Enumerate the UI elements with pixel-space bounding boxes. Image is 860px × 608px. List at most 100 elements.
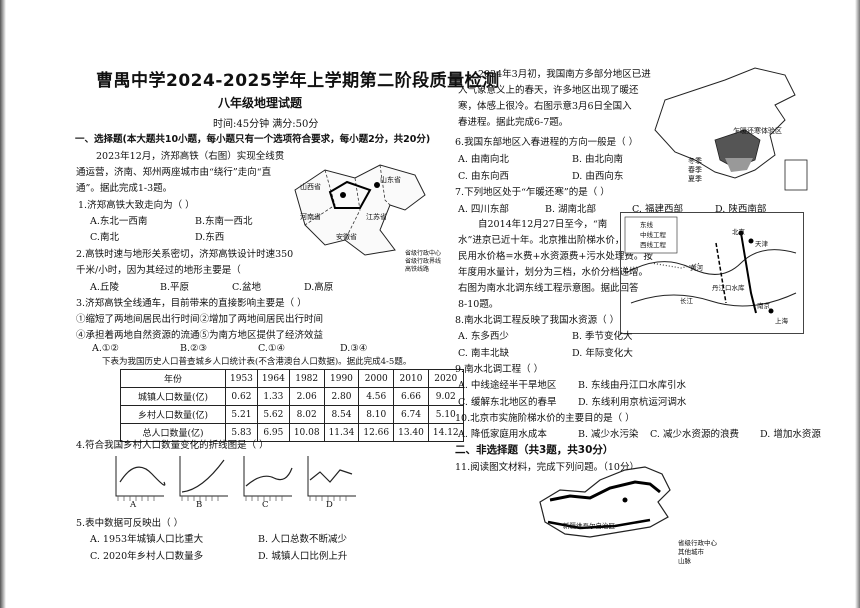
q2-option-d: D.高原 — [304, 282, 334, 293]
mini-chart-a — [115, 456, 166, 501]
q1-option-a: A.东北一西南 — [90, 216, 148, 227]
right-intro-1: 2024年3月初，我国南方多部分地区已进 — [478, 69, 651, 80]
q8-option-d: D. 年际变化大 — [572, 348, 633, 359]
jizheng-railway-map — [294, 164, 426, 256]
chart-label-a: A — [130, 500, 137, 510]
q3-option-c: C.①④ — [258, 343, 285, 354]
section2-heading: 二、非选择题（共3题，共30分） — [455, 444, 614, 456]
right-intro2-5: 右图为南水北调东线工程示意图。据此回答 — [458, 283, 639, 294]
exam-title: 曹禺中学2024-2025学年上学期第二阶段质量检测 — [96, 71, 500, 91]
chart-label-c: C — [262, 500, 269, 510]
q7-option-d: D. 陕西南部 — [715, 204, 767, 215]
q10-option-b: B. 减少水污染 — [578, 429, 639, 440]
intro-line-1: 2023年12月，济郑高铁（右图）实现全线贯 — [96, 151, 285, 162]
q9-option-b: B. 东线由丹江口水库引水 — [578, 380, 687, 391]
q3-option-b: B.②③ — [180, 343, 208, 354]
q2-option-b: B.平原 — [160, 282, 190, 293]
q2-stem-1: 2.高铁时速与地形关系密切，济郑高铁设计时速350 — [76, 249, 294, 260]
q5-option-c: C. 2020年乡村人口数量多 — [90, 551, 204, 562]
q2-option-a: A.丘陵 — [90, 282, 119, 293]
map3-label-beijing: 北京 — [732, 228, 745, 236]
table-cell: 8.10 — [358, 405, 395, 424]
exam-subtitle: 八年级地理试题 — [218, 96, 303, 110]
mini-chart-b — [179, 456, 228, 501]
table-cell: 11.34 — [323, 423, 360, 442]
china-spring-map — [654, 67, 808, 191]
scan-shadow-left — [0, 0, 6, 608]
table-cell: 8.02 — [288, 405, 325, 424]
population-table: 年份 1953 1964 1982 1990 2000 2010 2020 城镇… — [120, 369, 464, 442]
mini-chart-d — [307, 456, 356, 501]
q8-stem: 8.南水北调工程反映了我国水资源（ ） — [455, 315, 620, 326]
q6-option-b: B. 由北向南 — [572, 154, 624, 165]
map3-label-nanjing: 南京 — [757, 302, 770, 310]
map1-label-anhui: 安徽省 — [336, 233, 357, 241]
q3-item-1: ①缩短了两地间居民出行时间②增加了两地间居民出行时间 — [76, 314, 324, 325]
q1-option-b: B.东南一西北 — [195, 216, 253, 227]
map3-label-changjiang: 长江 — [680, 297, 693, 305]
table-header-cell: 2000 — [358, 369, 395, 388]
q2-stem-2: 千米/小时，因为其经过的地形主要是（ — [76, 265, 241, 276]
water-diversion-map-frame — [620, 212, 804, 334]
q3-item-2: ④承担着两地自然资源的流通⑤为南方地区提供了经济效益 — [76, 330, 324, 341]
q3-option-a: A.①② — [92, 343, 119, 354]
table-cell: 8.54 — [323, 405, 360, 424]
exam-meta: 时间:45分钟 满分:50分 — [213, 119, 319, 130]
table-cell: 14.12 — [427, 423, 464, 442]
xinjiang-map — [539, 466, 671, 538]
q7-option-a: A. 四川东部 — [458, 204, 509, 215]
table-cell: 0.62 — [225, 387, 258, 406]
q7-option-c: C. 福建西部 — [632, 204, 683, 215]
map3-label-huanghe: 黄河 — [690, 264, 703, 272]
q5-option-b: B. 人口总数不断减少 — [258, 534, 348, 545]
map1-label-jiangsu: 江苏省 — [366, 213, 387, 221]
q9-option-d: D. 东线利用京杭运河调水 — [578, 397, 687, 408]
intro-line-3: 通”。据此完成1-3题。 — [76, 183, 173, 194]
map2-callout: 乍暖还寒体验区 — [733, 127, 782, 135]
table-intro: 下表为我国历史人口普查城乡人口统计表(不含港澳台人口数据)。据此完成4-5题。 — [102, 357, 412, 367]
table-cell: 4.56 — [358, 387, 395, 406]
chart-label-b: B — [196, 500, 203, 510]
table-cell: 总人口数量(亿) — [120, 423, 226, 442]
section1-heading: 一、选择题(本大题共10小题，每小题只有一个选项符合要求，每小题2分，共20分) — [75, 134, 431, 145]
q10-option-d: D. 增加水资源 — [760, 429, 821, 440]
map3-label-shanghai: 上海 — [775, 317, 788, 325]
table-cell: 5.62 — [256, 405, 290, 424]
q10-stem: 10.北京市实施阶梯水价的主要目的是（ ） — [455, 413, 635, 424]
map3-legend-west: 西线工程 — [640, 241, 666, 249]
q9-option-c: C. 缓解东北地区的春旱 — [458, 397, 557, 408]
q8-option-c: C. 南丰北缺 — [458, 348, 509, 359]
right-intro-4: 春进程。据此完成6-7题。 — [458, 117, 569, 128]
map1-label-shandong: 山东省 — [380, 176, 401, 184]
map1-label-shanxi: 山西省 — [300, 183, 321, 191]
table-cell: 乡村人口数量(亿) — [120, 405, 226, 424]
q11-stem: 11.阅读图文材料，完成下列问题。（10分） — [455, 462, 639, 473]
q1-option-c: C.南北 — [90, 232, 119, 243]
table-cell: 10.08 — [288, 423, 325, 442]
q10-option-c: C. 减少水资源的浪费 — [650, 429, 739, 440]
q1-option-d: D.东西 — [195, 232, 225, 243]
intro-line-2: 通运营，济南、郑州两座城市由“绕行”走向“直 — [76, 167, 272, 178]
right-intro2-1: 自2014年12月27日至今，“南 — [478, 219, 608, 230]
right-intro2-4: 年度用水量计，划分为三档，水价分档递增。 — [458, 267, 649, 278]
map4-legend-city: 其他城市 — [678, 548, 704, 556]
map1-legend-capital: 省级行政中心 — [405, 250, 442, 257]
map4-label: 新疆维吾尔自治区 — [563, 522, 615, 530]
table-row: 城镇人口数量(亿) 0.62 1.33 2.06 2.80 4.56 6.66 … — [120, 387, 464, 406]
map2-legend-winter: 冬季 — [688, 157, 702, 165]
map3-legend-east: 东线 — [640, 221, 653, 229]
map3-label-tianjin: 天津 — [755, 240, 768, 248]
table-header-cell: 年份 — [120, 369, 226, 388]
right-intro2-3: 民用水价格=水费+水资源费+污水处理费。按 — [458, 251, 653, 262]
map3-legend-middle: 中线工程 — [640, 231, 666, 239]
right-intro-2: 入气象意义上的春天，许多地区出现了暖还 — [458, 85, 639, 96]
map2-legend-summer: 夏季 — [688, 175, 702, 183]
q4-mini-charts — [115, 456, 356, 501]
table-cell: 2.06 — [288, 387, 325, 406]
q4-stem: 4.符合我国乡村人口数量变化的折线图是（ ） — [76, 440, 269, 451]
q9-option-a: A. 中线途经半干旱地区 — [458, 380, 557, 391]
q5-option-d: D. 城镇人口比例上升 — [258, 551, 348, 562]
q2-option-c: C.盆地 — [232, 282, 261, 293]
table-header-cell: 1964 — [256, 369, 290, 388]
q8-option-b: B. 季节变化大 — [572, 331, 633, 342]
